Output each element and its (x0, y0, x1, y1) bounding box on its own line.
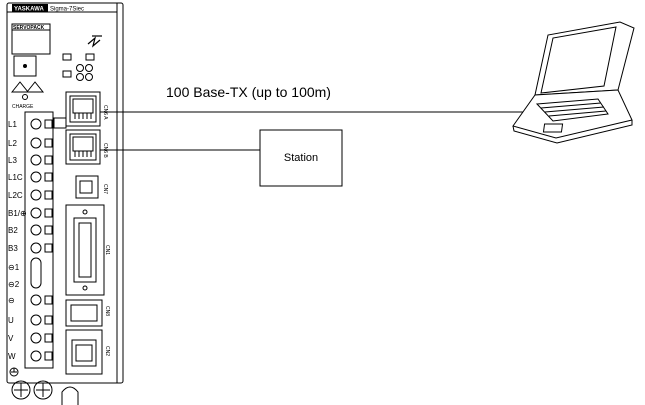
terminal-label: U (8, 316, 14, 325)
charge-label: CHARGE (12, 104, 34, 110)
station-label: Station (284, 152, 318, 164)
terminal-label: L2 (8, 139, 17, 148)
terminal-label: ⊖ (8, 296, 15, 305)
terminal-labels: L1 L2 L3 L1C L2C B1/⊕ B2 B3 ⊖1 ⊖2 ⊖ U V … (8, 120, 27, 361)
terminal-label: B1/⊕ (8, 209, 27, 218)
terminal-label: L1C (8, 173, 23, 182)
cn1-connector[interactable] (65, 204, 105, 296)
terminal-label: ⊖1 (8, 263, 20, 272)
terminal-label: L1 (8, 120, 17, 129)
cn8-label: CN8 (104, 306, 110, 316)
laptop-icon (512, 21, 635, 144)
terminal-label: L2C (8, 191, 23, 200)
cn2-connector[interactable] (65, 329, 103, 375)
terminal-label: L3 (8, 156, 17, 165)
model-text: Sigma-7Siec (50, 7, 84, 13)
terminal-label: B2 (8, 226, 18, 235)
brand-text: YASKAWA (14, 7, 44, 13)
terminal-label: W (8, 352, 16, 361)
ethernet-port-b[interactable] (65, 129, 101, 165)
cn7-connector[interactable] (75, 175, 99, 199)
terminal-screws (30, 118, 53, 362)
ethernet-port-a[interactable] (65, 91, 101, 127)
port-a-label: CN6 A (102, 105, 108, 120)
terminal-label: ⊖2 (8, 280, 20, 289)
ground-symbol-icon (9, 367, 19, 377)
terminal-label: B3 (8, 244, 18, 253)
port-b-label: CN6 B (102, 143, 108, 158)
station-box (259, 129, 343, 187)
cn1-label: CN1 (104, 245, 110, 255)
terminal-label: V (8, 334, 14, 343)
cn8-connector[interactable] (65, 299, 103, 327)
ground-screw-icon (11, 380, 79, 405)
cn2-label: CN2 (104, 346, 110, 356)
cn7-label: CN7 (102, 184, 108, 194)
terminal-block (24, 111, 67, 369)
product-text: SERVOPACK (13, 25, 45, 31)
brand-logo (12, 4, 48, 12)
connection-label: 100 Base-TX (up to 100m) (166, 84, 331, 100)
sigma-logo-icon (87, 35, 102, 48)
